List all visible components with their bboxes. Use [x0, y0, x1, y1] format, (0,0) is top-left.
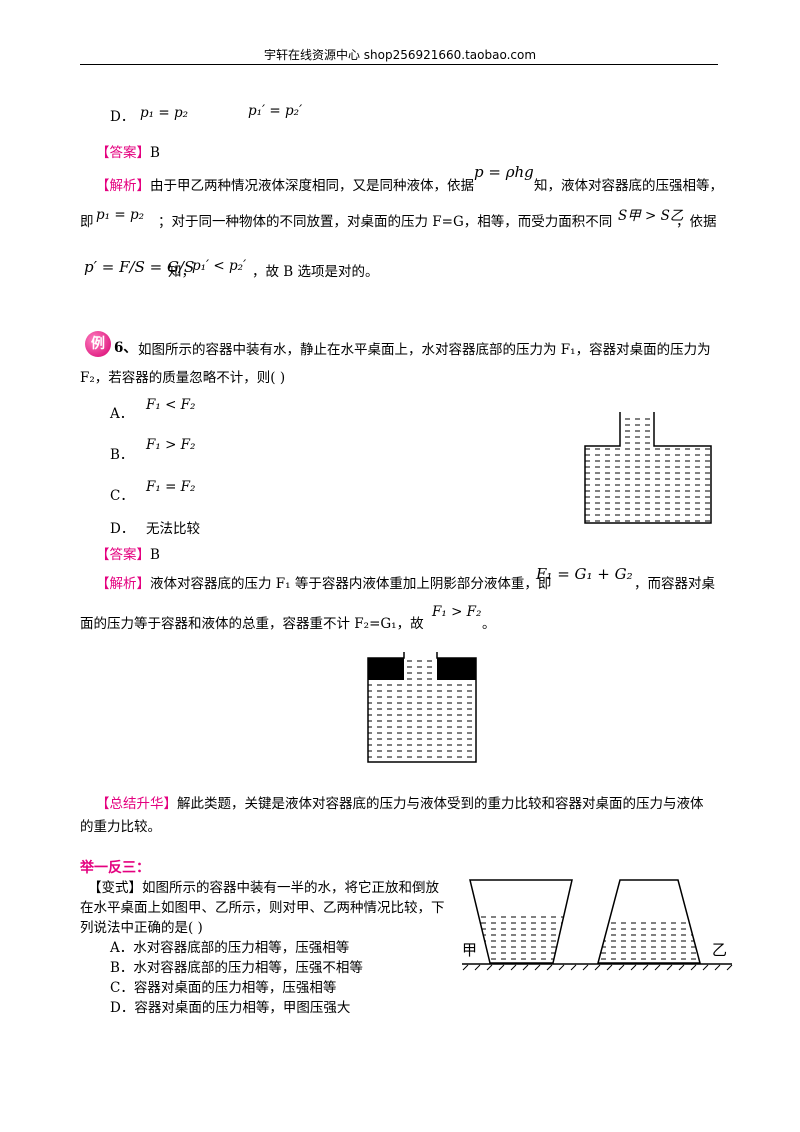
option-c-label: C． — [110, 488, 134, 504]
analysis-text: 知，液体对容器底的压强相等， — [534, 178, 723, 194]
analysis-line-1: 【解析】液体对容器底的压力 F₁ 等于容器内液体重加上阴影部分液体重，即 — [96, 574, 551, 594]
option-a-label: A． — [110, 406, 134, 422]
answer-tag: 【答案】 — [96, 145, 150, 161]
option-c-formula: F₁ = F₂ — [146, 479, 196, 495]
analysis-line-2: 面的压力等于容器和液体的总重，容器重不计 F₂=G₁，故 — [80, 616, 424, 632]
option-d-label: D． — [110, 109, 135, 125]
analysis-text: 即 — [80, 214, 94, 230]
variant-text: 如图所示的容器中装有一半的水，将它正放和倒放 — [142, 880, 439, 896]
analysis-text: 由于甲乙两种情况液体深度相同，又是同种液体，依据 — [150, 178, 474, 194]
formula-equal-pressure: p₁ = p₂ — [96, 207, 145, 223]
label-jia: 甲 — [462, 941, 478, 959]
analysis-text: 。 — [482, 616, 496, 632]
option-d-label: D． — [110, 521, 135, 537]
formula-f1-gt-f2: F₁ > F₂ — [432, 604, 482, 620]
summary-line-2: 的重力比较。 — [80, 819, 161, 835]
analysis-tag: 【解析】 — [96, 178, 150, 194]
analysis-text: 液体对容器底的压力 F₁ 等于容器内液体重加上阴影部分液体重，即 — [150, 576, 552, 592]
variant-line-1: 【变式】如图所示的容器中装有一半的水，将它正放和倒放 — [88, 878, 439, 898]
label-yi: 乙 — [712, 941, 728, 959]
header-divider — [80, 64, 718, 65]
page-header: 宇轩在线资源中心 shop256921660.taobao.com — [263, 48, 537, 62]
example-stem-line-2: F₂，若容器的质量忽略不计，则( ) — [80, 370, 286, 386]
formula-fraction: p′ = F/S = G/S — [84, 258, 195, 276]
formula-compare: p₁′ < p₂′ — [192, 258, 247, 274]
option-d-formula-1: p₁ = p₂ — [140, 105, 189, 121]
example-stem-line-1: 如图所示的容器中装有水，静止在水平桌面上，水对容器底部的压力为 F₁，容器对桌面… — [138, 342, 711, 358]
option-d-text: 无法比较 — [146, 521, 200, 537]
analysis-tag: 【解析】 — [96, 576, 150, 592]
example-number: 6、 — [114, 340, 137, 356]
container-figure-1 — [584, 412, 712, 524]
variant-tag: 【变式】 — [88, 880, 142, 896]
summary-line-1: 【总结升华】解此类题，关键是液体对容器底的压力与液体受到的重力比较和容器对桌面的… — [96, 794, 704, 814]
formula-f1-sum: F₁ = G₁ + G₂ — [536, 565, 633, 583]
answer-value: B — [150, 145, 160, 161]
variant-option-b: B．水对容器底部的压力相等，压强不相等 — [110, 960, 363, 976]
analysis-text: ，而容器对桌 — [634, 576, 715, 592]
example-badge: 例 — [85, 331, 111, 357]
analysis-text: ，依据 — [676, 214, 717, 230]
trapezoid-containers-figure — [462, 879, 733, 971]
option-d-formula-2: p₁′ = p₂′ — [248, 103, 303, 119]
option-b-formula: F₁ > F₂ — [146, 437, 196, 453]
summary-tag: 【总结升华】 — [96, 796, 177, 812]
formula-area: S甲 > S乙 — [618, 208, 684, 224]
summary-text: 解此类题，关键是液体对容器底的压力与液体受到的重力比较和容器对桌面的压力与液体 — [177, 796, 704, 812]
answer-line: 【答案】B — [96, 143, 160, 163]
container-figure-2 — [367, 652, 477, 763]
option-a-formula: F₁ < F₂ — [146, 397, 196, 413]
option-b-label: B． — [110, 447, 134, 463]
variant-option-d: D．容器对桌面的压力相等，甲图压强大 — [110, 1000, 351, 1016]
answer-value: B — [150, 547, 160, 563]
answer-tag: 【答案】 — [96, 547, 150, 563]
variant-option-a: A．水对容器底部的压力相等，压强相等 — [110, 940, 350, 956]
analysis-text: ，故 B 选项是对的。 — [252, 264, 379, 280]
variant-line-3: 列说法中正确的是( ) — [80, 920, 203, 936]
analysis-text: ；对于同一种物体的不同放置，对桌面的压力 F=G，相等，而受力面积不同 — [158, 214, 613, 230]
answer-line: 【答案】B — [96, 545, 160, 565]
variant-option-c: C．容器对桌面的压力相等，压强相等 — [110, 980, 337, 996]
formula-pressure: p = ρhg — [474, 163, 534, 181]
analysis-line-1: 【解析】由于甲乙两种情况液体深度相同，又是同种液体，依据 — [96, 176, 474, 196]
practice-title: 举一反三： — [80, 860, 150, 876]
analysis-text: 知， — [168, 264, 195, 280]
variant-line-2: 在水平桌面上如图甲、乙所示，则对甲、乙两种情况比较，下 — [80, 900, 445, 916]
